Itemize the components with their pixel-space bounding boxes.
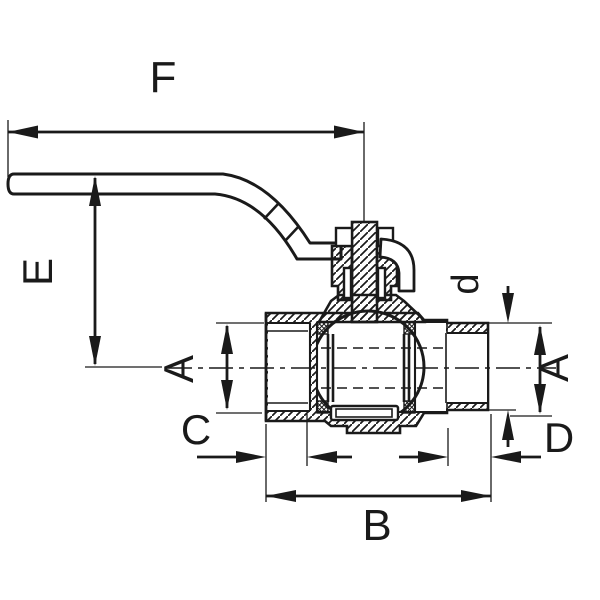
- arrowhead: [491, 451, 521, 463]
- arrowhead: [502, 410, 514, 440]
- dim-label-C: C: [181, 406, 211, 453]
- arrowhead: [266, 490, 296, 502]
- dim-label-A-left: A: [155, 355, 202, 383]
- arrowhead: [418, 451, 448, 463]
- centerlines: [168, 347, 556, 389]
- o-ring-groove-left: [342, 266, 353, 300]
- handle-bent-end: [378, 237, 416, 293]
- dimension-A-right: A: [510, 325, 577, 417]
- dimension-F: F: [7, 53, 365, 222]
- arrowhead: [89, 336, 101, 366]
- dimension-d: d: [445, 273, 552, 447]
- seat-seal-top-left: [316, 321, 329, 335]
- dim-label-B: B: [362, 501, 391, 550]
- handle-plate-left: [334, 226, 354, 248]
- seat-seal-top-right: [403, 321, 416, 335]
- dimension-C: C: [181, 406, 352, 466]
- dimension-E: E: [14, 176, 162, 368]
- arrowhead: [534, 325, 546, 355]
- arrowhead: [221, 324, 233, 354]
- dimension-A-left: A: [155, 322, 264, 414]
- arrowhead: [334, 125, 364, 139]
- arrowhead: [502, 293, 514, 323]
- arrowhead: [221, 380, 233, 410]
- dimension-B: B: [265, 414, 492, 550]
- dim-label-d: d: [445, 273, 487, 294]
- dim-label-F: F: [150, 53, 177, 102]
- arrowhead: [236, 451, 266, 463]
- handle-lever: [6, 172, 343, 261]
- o-ring-groove-right: [376, 266, 387, 300]
- arrowhead: [461, 490, 491, 502]
- arrowhead: [8, 125, 38, 139]
- arrowhead: [89, 176, 101, 206]
- handle-grip-mark-1: [263, 203, 279, 220]
- female-thread-lines: [264, 313, 310, 421]
- dimension-D: D: [399, 414, 574, 466]
- dim-label-D: D: [544, 414, 574, 461]
- handle-grip-mark-2: [284, 225, 300, 242]
- male-thread-lines: [446, 323, 487, 410]
- arrowhead: [307, 451, 337, 463]
- valve-body: [264, 309, 490, 435]
- dim-label-E: E: [14, 258, 61, 286]
- arrowhead: [534, 384, 546, 414]
- stem: [350, 220, 379, 324]
- handle-bar: [6, 172, 343, 261]
- stem-assembly: [316, 220, 427, 324]
- seat-retainer-plate: [329, 404, 400, 422]
- dim-label-A-right: A: [530, 354, 577, 382]
